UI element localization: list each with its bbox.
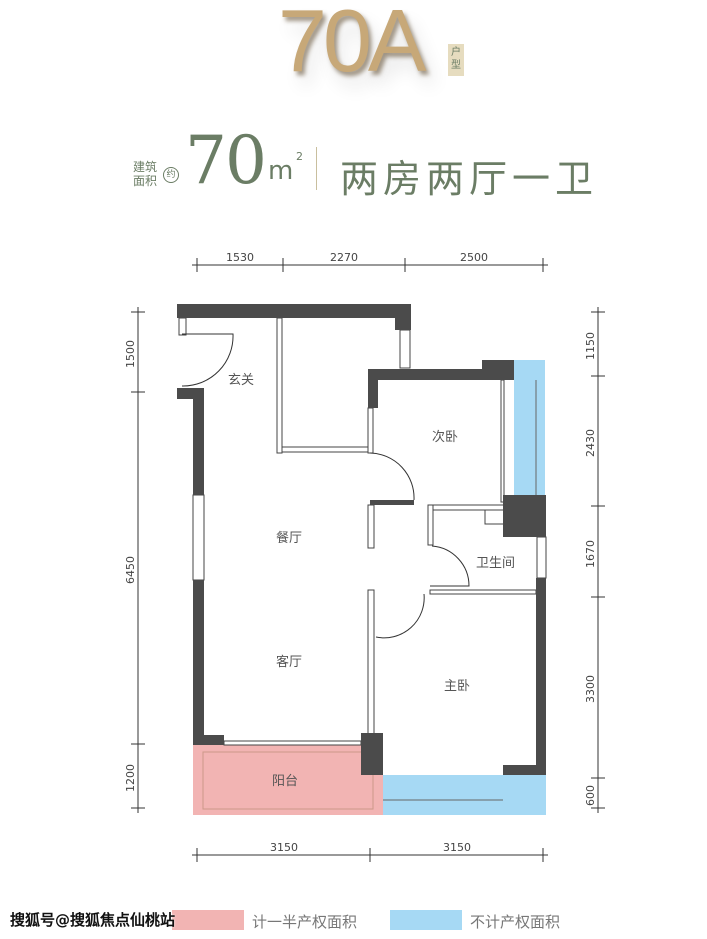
dim-bottom-1: 3150: [270, 841, 298, 854]
room-label-dining: 餐厅: [276, 530, 302, 546]
bay-window-right: [514, 360, 545, 496]
room-label-living: 客厅: [276, 654, 302, 670]
dim-top-3: 2500: [460, 251, 488, 264]
balcony-area: [193, 745, 383, 815]
entrance-door-icon: [181, 333, 234, 387]
door-swings: [181, 333, 470, 639]
dim-left-2: 6450: [124, 556, 137, 584]
area-label-line1: 建筑: [133, 160, 158, 174]
dim-bottom-2: 3150: [443, 841, 471, 854]
legend-swatch-half: [172, 910, 244, 930]
area-value: 70: [185, 122, 267, 199]
balcony-rail: [202, 751, 374, 810]
area-unit: m: [268, 156, 294, 186]
title-divider: [316, 147, 317, 190]
room-label-second-bedroom: 次卧: [432, 429, 458, 445]
type-tag: 户型: [448, 44, 464, 76]
area-label: 建筑面积: [133, 160, 157, 188]
legend-label-none: 不计产权面积: [470, 913, 561, 931]
room-label-balcony: 阳台: [272, 774, 298, 789]
bay-window-bottom: [383, 775, 546, 815]
legend: 计一半产权面积 不计产权面积: [0, 906, 707, 936]
dim-right-4: 3300: [584, 675, 597, 703]
legend-label-half: 计一半产权面积: [252, 913, 358, 931]
room-label-entrance: 玄关: [228, 373, 254, 388]
watermark: 搜狐号@搜狐焦点仙桃站: [10, 911, 176, 929]
dim-right-5: 600: [584, 785, 597, 806]
room-label-bathroom: 卫生间: [476, 556, 515, 571]
walls: [177, 304, 546, 775]
bedroom2-door-icon: [369, 452, 415, 501]
area-label-line2: 面积: [133, 174, 158, 188]
dim-right-3: 1670: [584, 540, 597, 568]
room-label-master-bedroom: 主卧: [444, 679, 470, 694]
type-code-title: 70A: [278, 0, 427, 90]
legend-swatch-none: [390, 910, 462, 930]
bathroom-door-icon: [430, 545, 470, 587]
area-unit-superscript: 2: [296, 150, 303, 163]
dim-right-1: 1150: [584, 332, 597, 360]
layout-description: 两房两厅一卫: [340, 157, 599, 201]
dim-right-2: 2430: [584, 429, 597, 457]
dim-top-2: 2270: [330, 251, 358, 264]
dim-left-3: 1200: [124, 764, 137, 792]
area-approx-badge: 约: [163, 167, 179, 183]
dim-top-1: 1530: [226, 251, 254, 264]
type-tag-text: 户型: [451, 47, 461, 71]
master-door-icon: [375, 593, 425, 639]
dim-left-1: 1500: [124, 340, 137, 368]
dimension-lines: [131, 258, 605, 862]
